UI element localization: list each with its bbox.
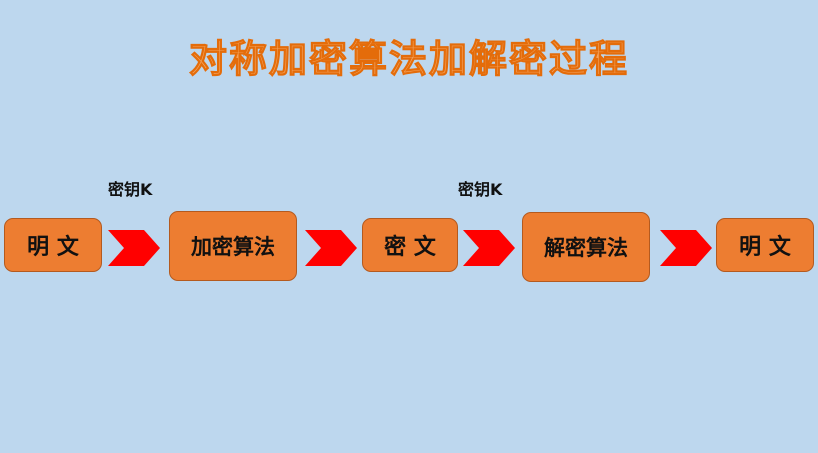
- chevron-right-icon: [463, 230, 515, 266]
- decrypt-key-label: 密钥K: [458, 180, 503, 199]
- chevron-right-icon: [660, 230, 712, 266]
- encrypt-key-label: 密钥K: [108, 180, 153, 199]
- ciphertext-box: 密 文: [362, 218, 458, 272]
- page-title: 对称加密算法加解密过程: [188, 36, 629, 82]
- plaintext-output-box: 明 文: [716, 218, 814, 272]
- plaintext-box: 明 文: [4, 218, 102, 272]
- encryption-algorithm-box: 加密算法: [169, 211, 297, 281]
- chevron-right-icon: [108, 230, 160, 266]
- decryption-algorithm-box: 解密算法: [522, 212, 650, 282]
- chevron-right-icon: [305, 230, 357, 266]
